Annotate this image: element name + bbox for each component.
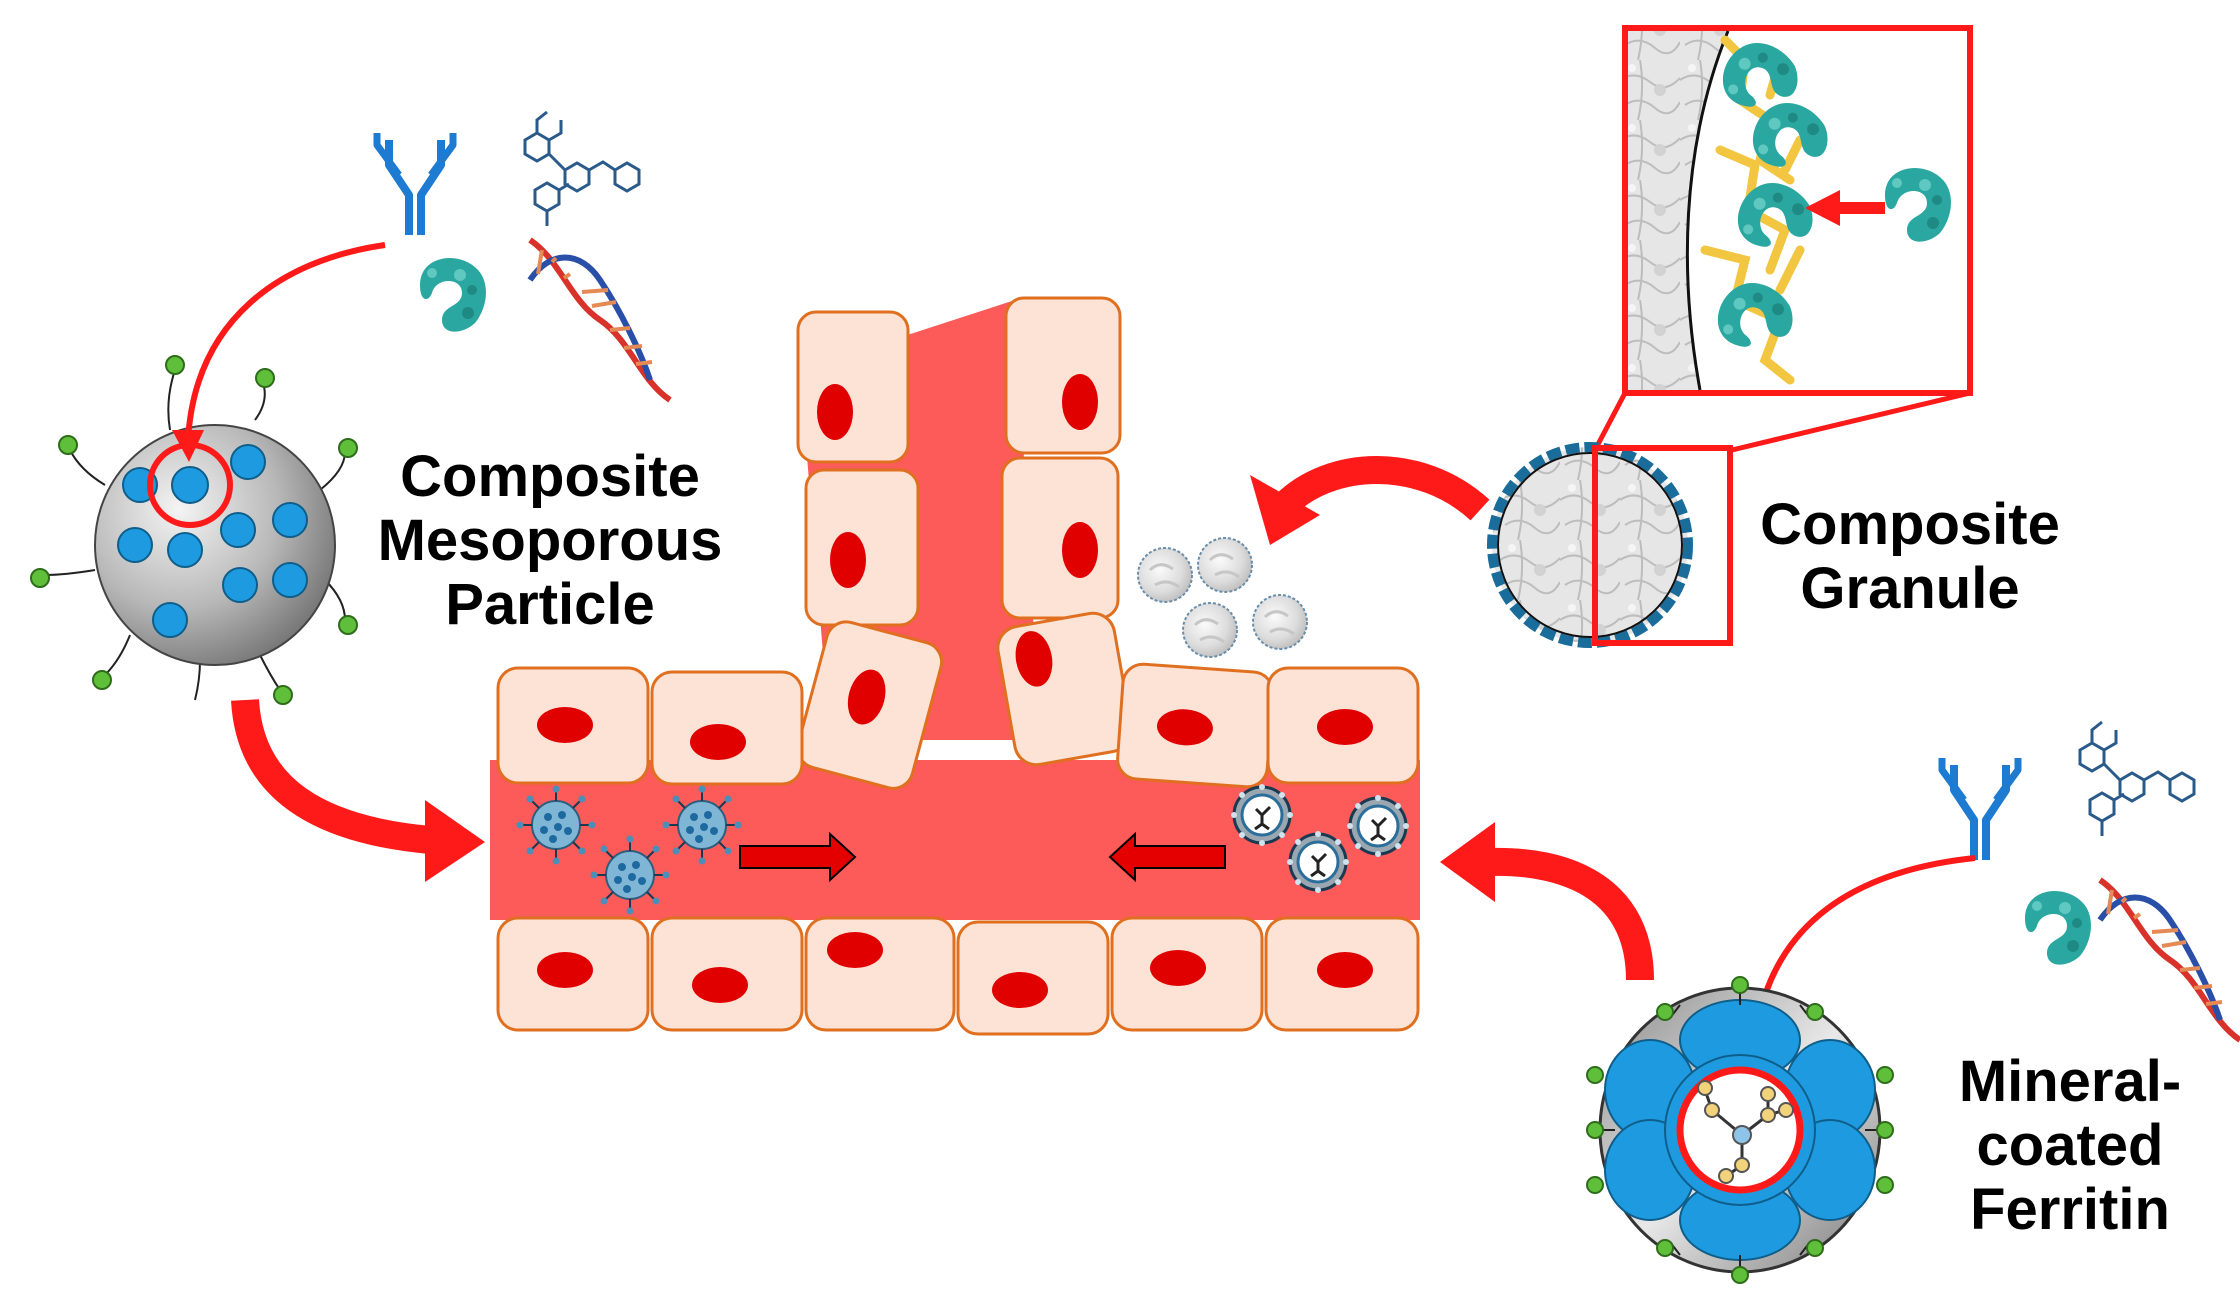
cell (1110, 916, 1264, 1032)
mini-ferritin-particle (1345, 793, 1411, 859)
cell (956, 920, 1110, 1036)
delivery-arrow-left (231, 698, 432, 854)
small-molecule-icon (2078, 720, 2196, 838)
loading-arrow (185, 242, 386, 441)
arrow-right-icon (739, 831, 857, 883)
cell (796, 310, 910, 464)
tissue (490, 296, 1420, 1036)
dna-icon (2100, 880, 2240, 1040)
cell (996, 611, 1133, 767)
cell (804, 468, 920, 627)
cell (804, 916, 956, 1032)
cell (1266, 666, 1420, 785)
antibody-icon (1942, 758, 2018, 860)
mini-granule (1251, 593, 1309, 651)
mini-granule (1136, 546, 1194, 604)
mesoporous-particle (30, 355, 358, 705)
label-line: Composite (1760, 492, 2060, 557)
label-line: Composite (400, 444, 700, 509)
protein-icon (2025, 891, 2091, 965)
cell (496, 666, 650, 785)
mineral-coated-ferritin (1586, 976, 1894, 1284)
delivery-arrow-right (1489, 847, 1654, 981)
cell (1004, 296, 1122, 455)
delivery-arrow-top (1275, 456, 1490, 521)
cell (1264, 916, 1420, 1032)
label-line: Particle (445, 572, 655, 637)
mini-mesoporous-particle (661, 784, 743, 866)
cell (650, 670, 804, 786)
mini-granule (1196, 536, 1254, 594)
mini-ferritin-particle (1229, 782, 1295, 848)
label-line: Ferritin (1970, 1177, 2170, 1242)
mesoporous-particle-label: Composite Mesoporous Particle (360, 445, 740, 637)
composite-granule-label: Composite Granule (1735, 493, 2085, 621)
label-line: Mesoporous (377, 508, 723, 573)
arrow-left-icon (1108, 831, 1226, 883)
cell (796, 620, 944, 790)
dna-icon (530, 240, 670, 400)
cell (1000, 456, 1120, 620)
label-line: coated (1976, 1113, 2164, 1178)
mini-granule (1181, 601, 1239, 659)
cell (496, 916, 650, 1032)
small-molecule-icon (523, 110, 641, 228)
antibody-icon (377, 133, 453, 235)
cell (650, 916, 804, 1032)
label-line: Granule (1800, 556, 2020, 621)
composite-granule (1487, 25, 1973, 648)
mini-ferritin-particle (1285, 829, 1351, 895)
mini-mesoporous-particle (589, 834, 671, 916)
label-line: Mineral- (1958, 1049, 2182, 1114)
mini-mesoporous-particle (515, 784, 597, 866)
mineral-coated-ferritin-label: Mineral- coated Ferritin (1920, 1050, 2220, 1242)
cell (1116, 662, 1275, 789)
protein-icon (420, 258, 486, 332)
